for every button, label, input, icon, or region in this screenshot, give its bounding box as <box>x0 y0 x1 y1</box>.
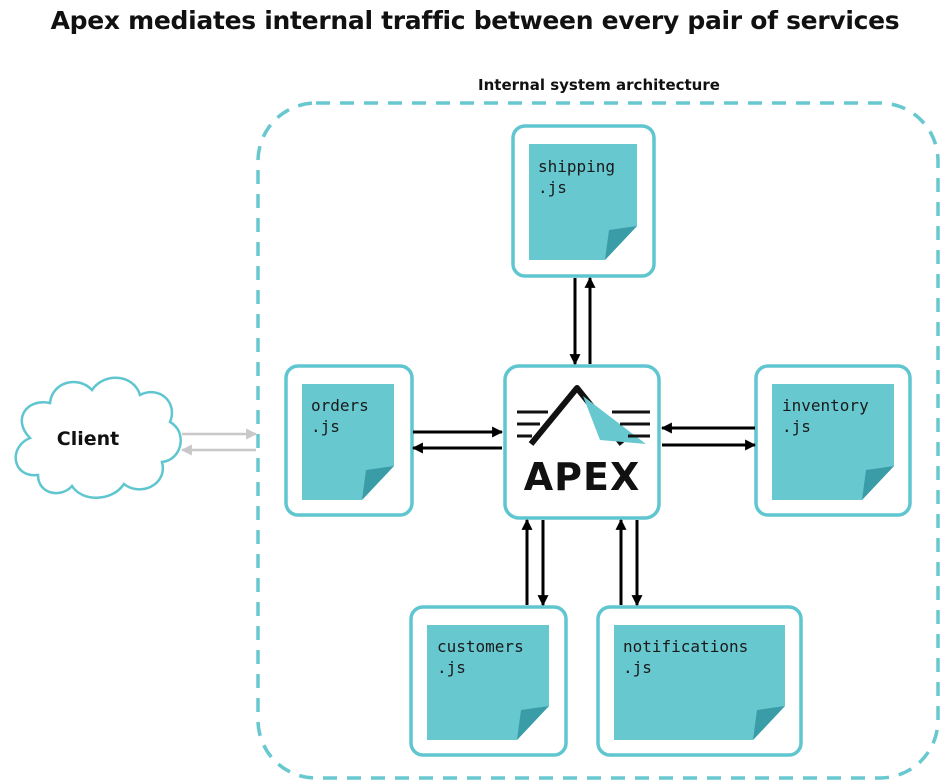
file-fold-icon <box>605 226 637 260</box>
service-ext: .js <box>437 658 466 677</box>
client-cloud: Client <box>14 376 182 499</box>
apex-label: APEX <box>524 455 641 499</box>
file-icon <box>772 384 894 500</box>
cloud-icon <box>14 376 182 499</box>
file-fold-icon <box>517 706 549 740</box>
service-name: notifications <box>623 637 748 656</box>
diagram-title: Apex mediates internal traffic between e… <box>50 6 900 35</box>
service-ext: .js <box>311 417 340 436</box>
boundary-label: Internal system architecture <box>478 76 720 94</box>
apex-logo <box>517 385 650 446</box>
apex-hub: APEX <box>503 364 661 520</box>
service-name: shipping <box>538 157 615 176</box>
service-name: customers <box>437 637 524 656</box>
system-boundary <box>256 101 940 780</box>
file-icon <box>427 625 549 740</box>
client-label: Client <box>57 428 119 450</box>
service-orders: orders .js <box>284 364 414 517</box>
service-ext: .js <box>623 658 652 677</box>
service-name: inventory <box>782 396 869 415</box>
service-customers: customers .js <box>409 605 568 757</box>
service-name: orders <box>311 396 369 415</box>
file-fold-icon <box>362 466 394 500</box>
service-ext: .js <box>782 417 811 436</box>
service-shipping: shipping .js <box>511 124 656 278</box>
file-icon <box>614 625 785 740</box>
file-fold-icon <box>862 466 894 500</box>
file-fold-icon <box>753 706 785 740</box>
service-ext: .js <box>538 178 567 197</box>
service-inventory: inventory .js <box>754 364 912 517</box>
service-notifications: notifications .js <box>596 605 803 757</box>
